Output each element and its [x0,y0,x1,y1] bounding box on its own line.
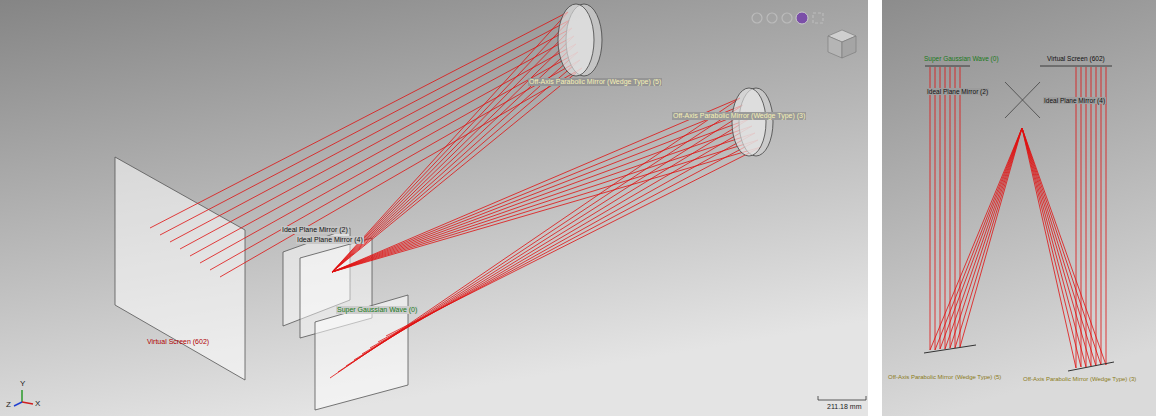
component-label: Off-Axis Parabolic Mirror (Wedge Type) (… [672,112,806,120]
scale-label: 211.18 mm [826,403,863,411]
component-label: Off-Axis Parabolic Mirror (Wedge Type) (… [887,374,1002,381]
axis-triad [14,390,33,406]
component-label: Ideal Plane Mirror (4) [1043,97,1106,104]
view-3d-ground [0,0,868,416]
component-label: Off-Axis Parabolic Mirror (Wedge Type) (… [1022,376,1137,383]
component-label: Ideal Plane Mirror (2) [281,226,349,234]
parabolic-mirror [924,345,976,353]
view-top-ground [882,0,1156,416]
ray-bundle [930,67,1106,368]
component-label: Virtual Screen (602) [146,338,210,346]
component-label: Super Gaussian Wave (0) [336,306,418,314]
scale-bar [818,396,866,400]
ray-bundle [150,12,761,378]
toolbar-icons [752,12,823,24]
axis-label: Z [5,400,12,409]
component-label: Off-Axis Parabolic Mirror (Wedge Type) (… [528,78,662,86]
component-label: Ideal Plane Mirror (2) [926,88,989,95]
nav-cube [828,30,856,58]
source-plane [925,66,970,67]
axis-label: Y [19,379,26,388]
plane-mirror [1005,82,1040,118]
component-label: Ideal Plane Mirror (4) [296,236,364,244]
axis-label: X [34,399,41,408]
component-label: Super Gaussian Wave (0) [923,55,1000,62]
virtual-screen-plane [115,157,245,380]
plane-mirror [1005,82,1040,118]
component-label: Virtual Screen (602) [1046,55,1106,62]
parabolic-mirror [732,88,766,156]
virtual-screen-plane [1040,66,1112,67]
parabolic-mirror [558,4,594,76]
parabolic-mirror [1068,362,1114,371]
